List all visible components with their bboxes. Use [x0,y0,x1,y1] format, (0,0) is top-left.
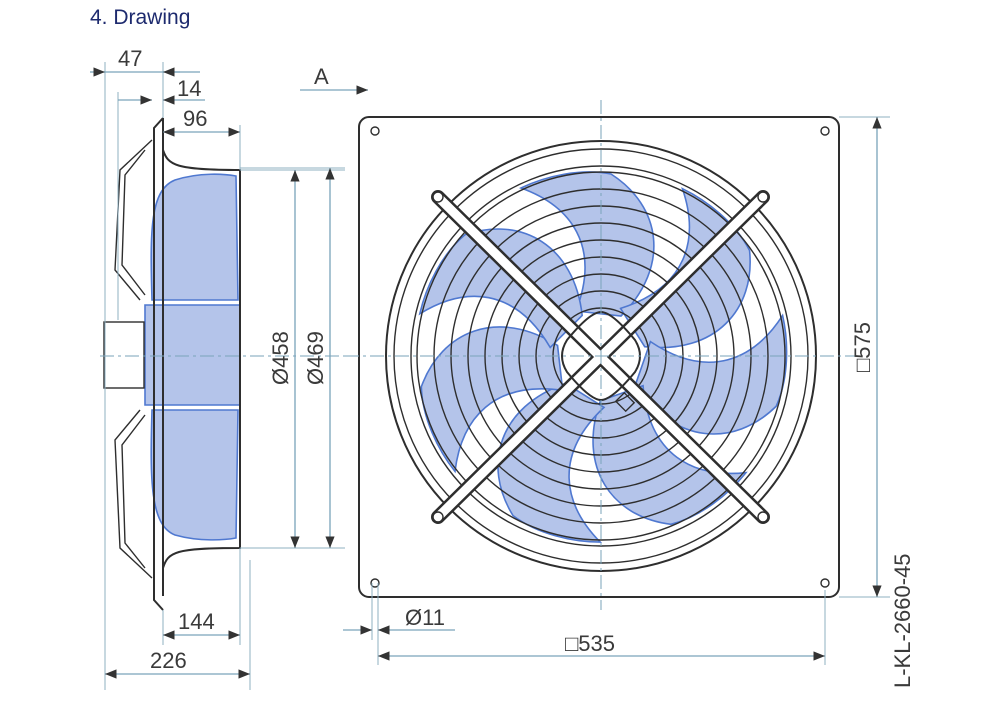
dim-14: 14 [177,76,201,101]
side-blade-lower [150,409,239,541]
side-guard-lower [114,409,153,579]
side-flange-profile [153,117,241,611]
dim-96: 96 [183,106,207,131]
dim-square-535: □535 [565,631,615,656]
dim-47: 47 [118,46,142,71]
drawing-number: L-KL-2660-45 [890,553,915,688]
dim-226: 226 [150,648,187,673]
blade [592,384,748,526]
dim-diameter-469: Ø469 [303,331,328,385]
blade [634,313,788,435]
blade [418,228,584,349]
motor-housing [103,321,145,389]
side-dimensions: 47 14 96 Ø458 Ø469 144 226 A [90,46,368,690]
grille-ring [484,239,718,473]
view-label: A [314,64,329,89]
grille-ring [416,171,786,541]
dim-hole-11: Ø11 [405,605,445,630]
terminal-box [614,391,636,413]
front-dimensions: □575 Ø11 □535 L-KL-2660-45 [343,116,915,688]
mounting-plate [358,116,840,598]
section-heading: 4. Drawing [90,6,191,29]
blade [420,326,564,474]
dim-144: 144 [178,609,215,634]
dim-diameter-458: Ø458 [268,331,293,385]
side-view [100,117,360,611]
blade [518,171,655,317]
side-guard-upper [114,139,153,301]
side-blade-upper [150,173,239,301]
side-hub [144,304,241,406]
dim-square-575: □575 [850,322,875,372]
front-view [345,100,855,610]
